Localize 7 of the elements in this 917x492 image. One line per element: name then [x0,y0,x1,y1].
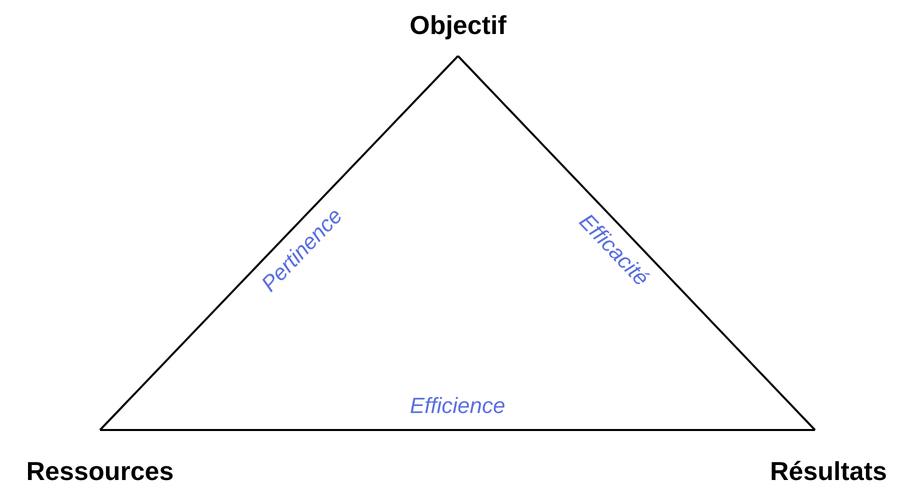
edge-label: Efficience [410,395,506,417]
vertex-label: Ressources [0,430,200,484]
vertex-label: Objectif [398,12,518,56]
triangle-side [457,55,816,431]
triangle-side [100,429,815,431]
vertex-label: Résultats [740,430,917,484]
triangle-side [99,55,459,431]
